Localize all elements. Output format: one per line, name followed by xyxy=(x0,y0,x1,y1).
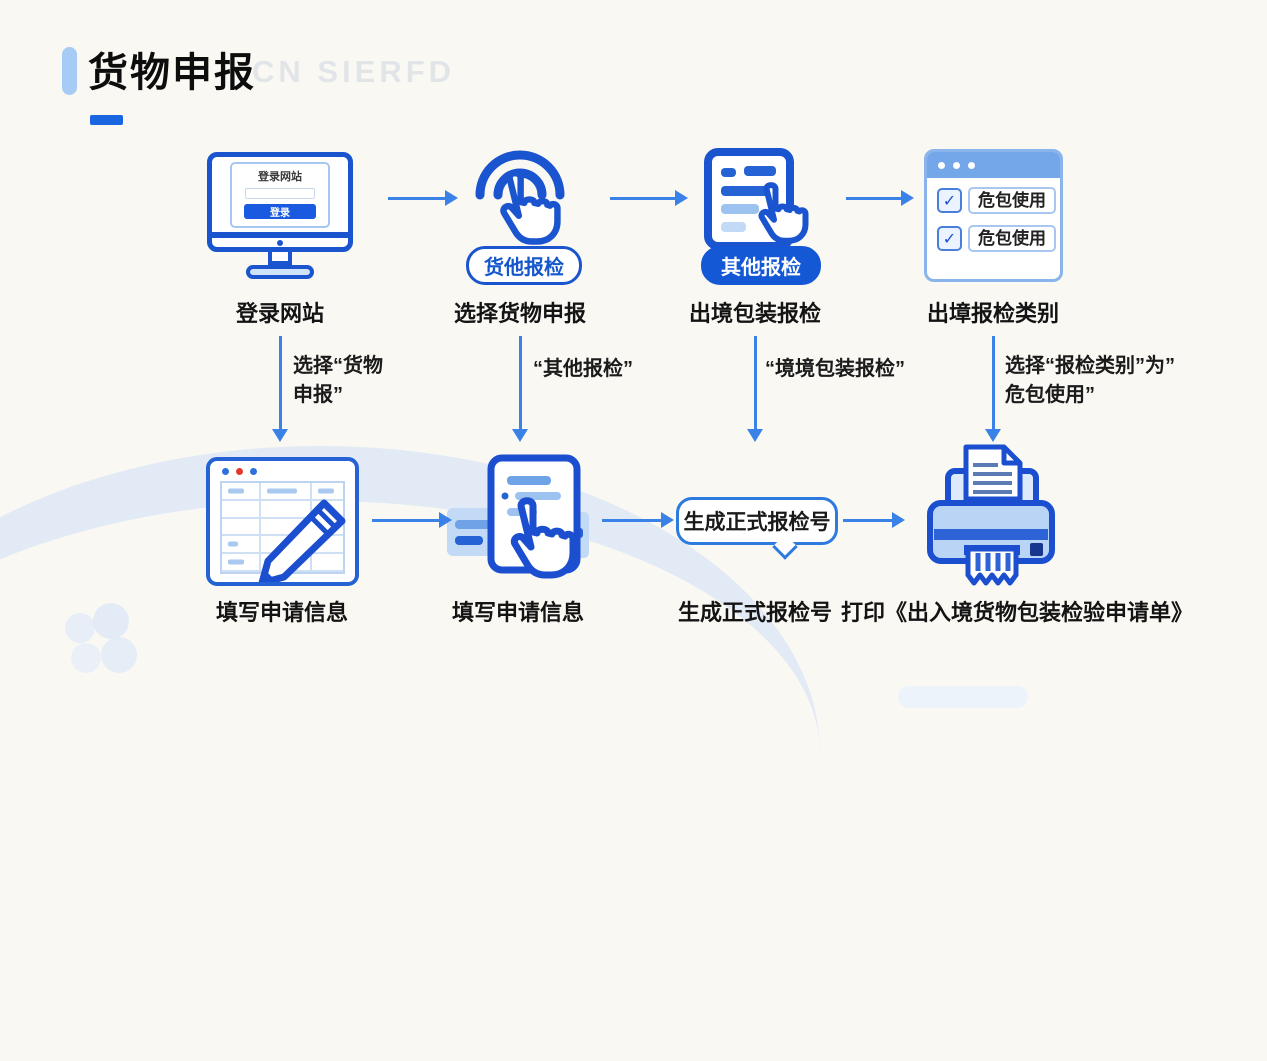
checkbox-row: ✓ 危包使用 xyxy=(937,187,1060,214)
monitor-chin xyxy=(212,238,348,247)
arrow-note-3: “境境包装报检” xyxy=(765,358,905,380)
arrow-down-icon xyxy=(272,336,288,442)
step-label-outbound-packaging: 出境包装报检 xyxy=(688,301,821,326)
arrow-right-icon xyxy=(843,512,905,528)
monitor-login-icon: 登录网站 登录 xyxy=(205,152,355,279)
title-accent-bar xyxy=(62,47,77,95)
pencil-icon xyxy=(258,499,346,582)
arrow-note-2: “其他报检” xyxy=(533,358,633,380)
arrow-down-icon xyxy=(985,336,1001,442)
checkbox-row: ✓ 危包使用 xyxy=(937,225,1060,252)
login-form: 登录网站 登录 xyxy=(230,162,330,228)
arrow-right-icon xyxy=(388,190,458,206)
arrow-right-icon xyxy=(602,512,674,528)
monitor-stand-base xyxy=(246,265,314,279)
tap-click-icon xyxy=(475,150,565,245)
badge-huota-baojian: 货他报检 xyxy=(466,246,582,285)
arrow-note-1: 选择“货物申报” xyxy=(293,355,383,406)
login-input-field xyxy=(245,188,315,199)
step-label-fill-application-2: 填写申请信息 xyxy=(451,600,584,625)
watermark-text: CN SIERFD xyxy=(252,54,456,89)
monitor-screen: 登录网站 登录 xyxy=(207,152,353,252)
circle-cluster-decoration xyxy=(65,603,145,683)
checkbox-checked-icon: ✓ xyxy=(937,226,962,251)
title-underline-dash xyxy=(90,115,123,125)
arrow-right-icon xyxy=(372,512,452,528)
form-edit-icon xyxy=(206,457,359,586)
step-label-login-website: 登录网站 xyxy=(235,301,324,326)
bubble-text: 生成正式报检号 xyxy=(683,511,831,534)
step-label-print-form: 打印《出入境货物包装检验申请单》 xyxy=(840,600,1193,625)
arrow-down-icon xyxy=(747,336,763,442)
checkbox-label: 危包使用 xyxy=(968,187,1056,214)
step-label-fill-application-1: 填写申请信息 xyxy=(215,600,348,625)
checkbox-label: 危包使用 xyxy=(968,225,1056,252)
step-label-inspection-category: 出墇报检类别 xyxy=(926,301,1059,326)
monitor-power-dot xyxy=(277,239,283,246)
printer-icon xyxy=(927,444,1055,586)
page-title: 货物申报 xyxy=(88,51,256,95)
login-form-title: 登录网站 xyxy=(258,171,302,183)
step-label-generate-number: 生成正式报检号 xyxy=(677,600,832,625)
arrow-down-icon xyxy=(512,336,528,442)
login-button: 登录 xyxy=(244,204,316,219)
slide-canvas: CN SIERFD 货物申报 登录网站 登录 登录网站 货他报检 选择货物申报 xyxy=(0,47,1193,708)
checkbox-checked-icon: ✓ xyxy=(937,188,962,213)
arrow-note-4: 选择“报检类别”为”危包使用” xyxy=(1005,355,1175,406)
document-click-icon xyxy=(704,148,809,250)
corner-smudge-decoration xyxy=(898,686,1028,708)
form-table xyxy=(220,481,346,582)
speech-bubble-icon: 生成正式报检号 xyxy=(676,497,838,545)
step-label-select-cargo-declaration: 选择货物申报 xyxy=(453,301,586,326)
checklist-window-icon: ✓ 危包使用 ✓ 危包使用 xyxy=(924,149,1063,282)
badge-qita-baojian: 其他报检 xyxy=(701,246,821,285)
monitor-bezel-bar xyxy=(212,231,348,239)
monitor-stand-neck xyxy=(268,252,292,265)
submit-hand-icon xyxy=(447,454,589,579)
window-titlebar xyxy=(210,461,355,481)
window-titlebar xyxy=(927,152,1060,178)
arrow-right-icon xyxy=(846,190,914,206)
arrow-right-icon xyxy=(610,190,688,206)
